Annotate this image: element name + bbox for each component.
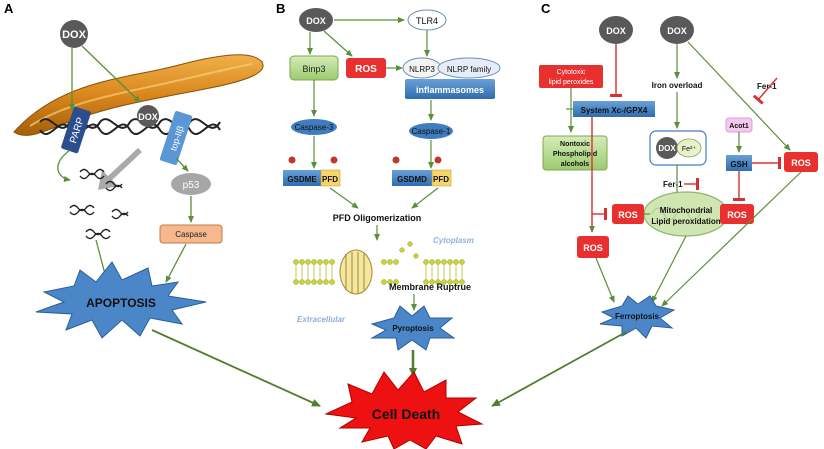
gasdermin-pore — [339, 249, 373, 295]
p53-label: p53 — [183, 180, 200, 191]
apoptosis-burst — [35, 261, 207, 339]
dox-fe-node — [656, 137, 678, 159]
caspase-label: Caspase — [175, 230, 207, 239]
dox-node-b — [299, 8, 333, 32]
dox-node-c1 — [599, 16, 633, 44]
ros-label-b: ROS — [355, 64, 377, 75]
pyroptosis-label: Pyroptosis — [392, 324, 434, 333]
gsdmd-label: GSDMD — [397, 175, 427, 184]
top2b-protein: top-IIβ — [159, 111, 193, 165]
fe2-node — [676, 138, 702, 158]
nlrp-family-label: NLRP family — [447, 65, 491, 74]
system-xc-box — [573, 101, 655, 117]
nlrp-family-node — [437, 57, 501, 79]
pfd-oligomerization-label: PFD Oligomerization — [333, 213, 422, 223]
ros-label-mito-left: ROS — [618, 210, 638, 220]
cleavage-site-icon — [288, 156, 296, 164]
extracellular-label: Extracellular — [297, 315, 346, 324]
dox-fe-label: DOX — [658, 144, 676, 153]
gsdmd-box — [392, 170, 432, 186]
ros-box-bottom — [577, 236, 609, 258]
panel-label-b: B — [276, 1, 285, 16]
cytoplasm-label: Cytoplasm — [433, 236, 474, 245]
ros-box-b — [346, 58, 386, 78]
tlr4-label: TLR4 — [416, 16, 438, 26]
dox-label: DOX — [62, 29, 87, 41]
system-xc-label: System Xc-/GPX4 — [581, 106, 648, 115]
binp3-label: Binp3 — [302, 64, 325, 74]
nontoxic-label: alcohols — [561, 161, 590, 168]
inflammasomes-label: inflammasomes — [416, 85, 484, 95]
ros-box-right — [784, 152, 818, 172]
fer1-label-b: Fer-1 — [757, 82, 777, 91]
lipid-peroxidation-label: Lipid peroxidation — [651, 217, 720, 226]
fer1-label-a: Fer-1 — [663, 180, 683, 189]
cytotoxic-box — [539, 65, 603, 88]
apoptosis-label: APOPTOSIS — [86, 296, 156, 310]
nontoxic-box — [542, 135, 608, 171]
cleavage-site-icon — [392, 156, 400, 164]
dox-label-b: DOX — [306, 16, 326, 26]
ros-label-mito-right: ROS — [727, 210, 747, 220]
cell-death-burst-group: Cell Death — [324, 371, 484, 449]
panel-b: DOX TLR4 Binp3 ROS NLRP3 NLRP family inf… — [283, 8, 501, 377]
panel-a: DOX PARP DOX top-IIβ — [13, 20, 321, 407]
cleavage-site-icon — [434, 156, 442, 164]
ferroptosis-burst — [599, 295, 676, 339]
nontoxic-label: Nontoxic — [560, 141, 590, 148]
ros-box-mito-right — [720, 204, 754, 224]
ros-label-right: ROS — [791, 158, 811, 168]
gsh-box — [726, 155, 752, 171]
acot1-label: Acot1 — [729, 123, 749, 130]
pyroptosis-burst — [370, 305, 456, 351]
panel-label-c: C — [541, 1, 551, 16]
nlrp3-label: NLRP3 — [409, 65, 435, 74]
ros-box-mito-left — [612, 204, 644, 224]
cell-death-burst — [324, 371, 484, 449]
dox-bound-label: DOX — [138, 112, 158, 122]
cytotoxic-label: lipid peroxides — [549, 79, 594, 86]
caspase3-node — [291, 119, 337, 135]
caspase3-label: Caspase-3 — [295, 123, 334, 132]
dna-damage-arrow — [98, 148, 142, 190]
fe2-label: Fe²⁺ — [682, 146, 697, 153]
lipid-bilayer — [293, 241, 465, 295]
pfd-box-e — [320, 169, 341, 187]
pfd-box-d — [431, 169, 452, 187]
p53-node — [171, 173, 211, 195]
caspase1-label: Caspase-1 — [412, 127, 451, 136]
panel-label-a: A — [4, 1, 14, 16]
pfd-label-d: PFD — [433, 175, 449, 184]
membrane-rupture-label: Membrane Ruptrue — [389, 282, 471, 292]
cytotoxic-label: Cytotoxic — [557, 69, 586, 76]
cell-death-label: Cell Death — [372, 406, 440, 422]
gsdme-box — [283, 170, 321, 186]
cleavage-site-icon — [330, 156, 338, 164]
panel-c: DOX DOX Cytotoxic lipid peroxides System… — [491, 16, 818, 407]
mitochondrion-shape — [13, 54, 264, 136]
parp-protein: PARP — [61, 106, 91, 154]
gsh-label: GSH — [730, 160, 748, 169]
dox-node-c2 — [660, 16, 694, 44]
dna-fragments — [69, 168, 129, 240]
caspase1-node — [409, 123, 453, 139]
dox-label-c2: DOX — [667, 26, 687, 36]
dox-label-c1: DOX — [606, 26, 626, 36]
ros-label-bottom: ROS — [583, 243, 603, 253]
ferroptosis-label: Ferroptosis — [615, 312, 660, 321]
nontoxic-label: Phospholipid — [553, 151, 597, 158]
mitochondrial-label: Mitochondrial — [660, 206, 712, 215]
iron-overload-label: Iron overload — [652, 81, 703, 90]
caspase-box — [159, 224, 223, 244]
dox-bound-node — [137, 105, 159, 127]
inflammasomes-box — [405, 79, 495, 99]
dox-node — [60, 20, 88, 48]
pfd-label-e: PFD — [322, 175, 338, 184]
gsdme-label: GSDME — [287, 175, 317, 184]
